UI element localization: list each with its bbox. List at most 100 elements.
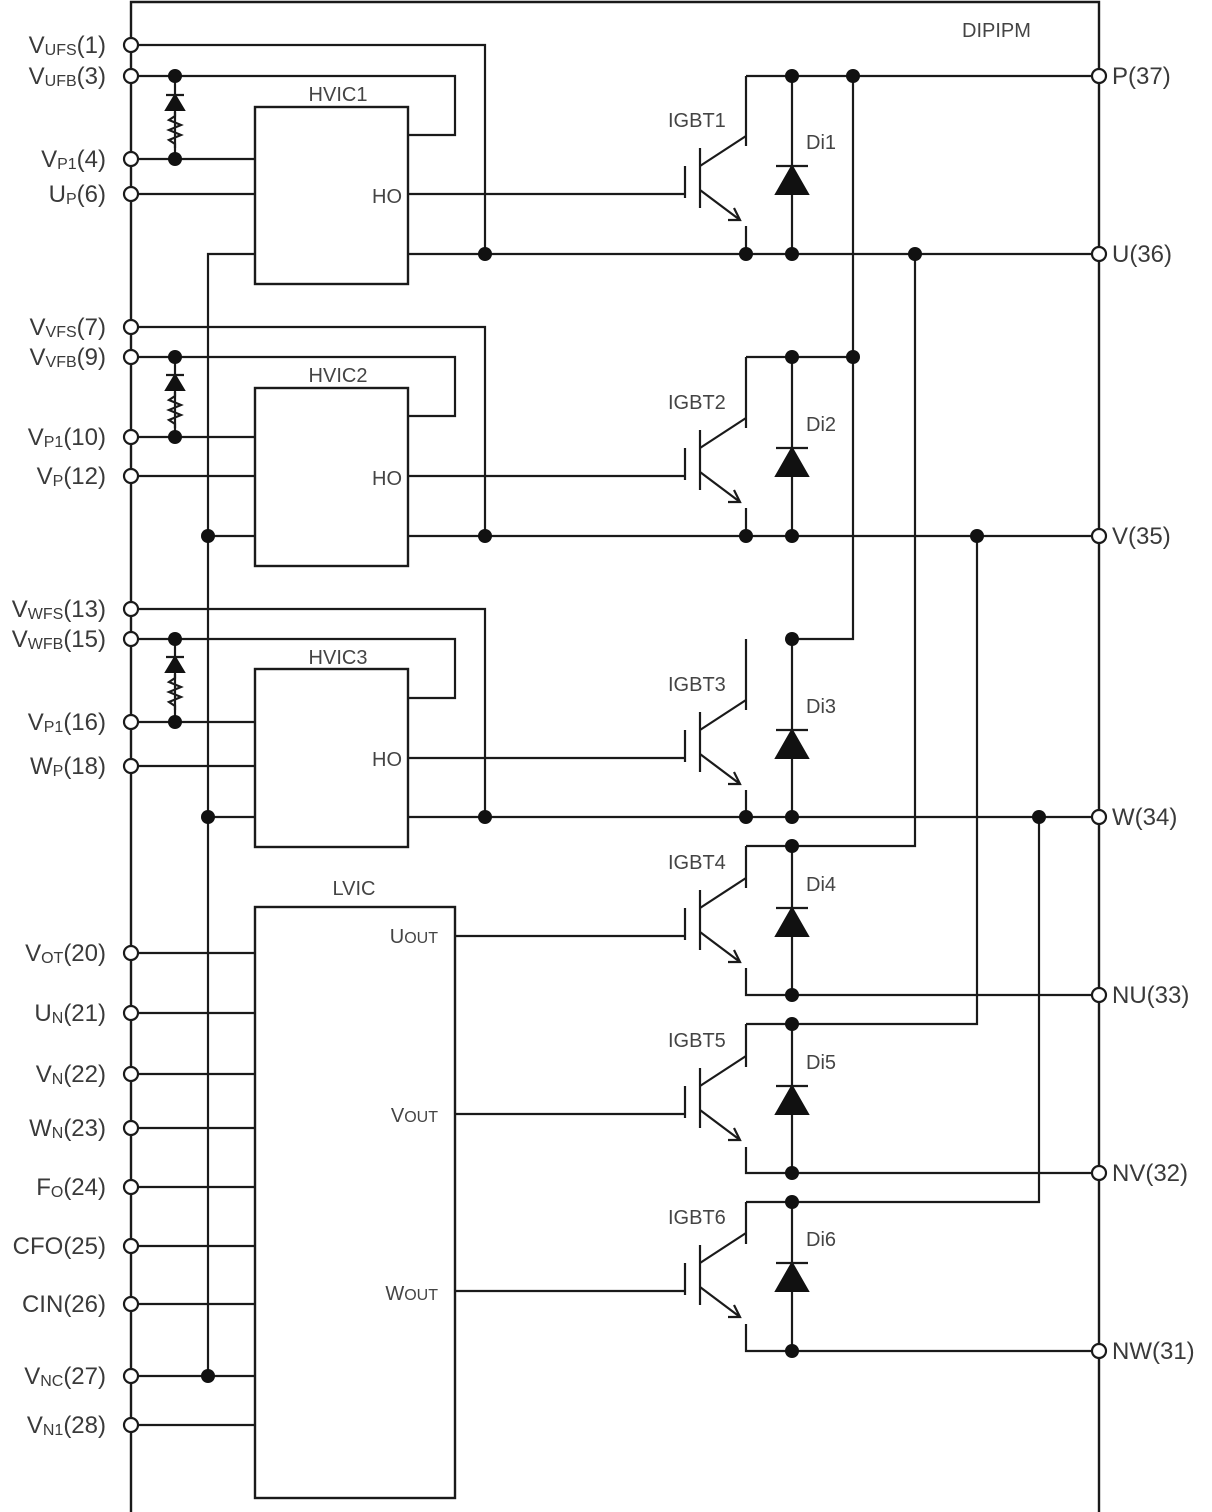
pin-left-17: FO(24): [36, 1174, 140, 1201]
igbt-label-2: IGBT2: [668, 392, 726, 414]
igbt-label-6: IGBT6: [668, 1207, 726, 1229]
pin-label: VWFS(13): [12, 596, 106, 623]
diode-label-2: Di2: [806, 414, 836, 436]
pin-left-15: VN(22): [36, 1061, 140, 1088]
junction-dot: [785, 632, 799, 646]
lvic: LVIC UOUT VOUT WOUT: [253, 878, 457, 1500]
hvic2: HVIC2 HO: [253, 365, 410, 568]
pin-right-1: P(37): [1090, 63, 1171, 90]
hvic1-ho-label: HO: [372, 186, 402, 208]
pin-terminal: [1090, 245, 1108, 263]
lvic-label: LVIC: [333, 878, 376, 900]
hvic3-label: HVIC3: [309, 647, 368, 669]
diode-label-6: Di6: [806, 1229, 836, 1251]
junction-dot: [168, 715, 182, 729]
junction-dots: [168, 69, 1046, 1383]
junction-dot: [785, 247, 799, 261]
lvic-vout-label: VOUT: [391, 1105, 438, 1127]
pin-terminal: [122, 1004, 140, 1022]
pin-right-7: NW(31): [1090, 1338, 1195, 1365]
pin-terminal: [122, 1416, 140, 1434]
pin-left-10: VWFB(15): [12, 626, 140, 653]
pin-terminal: [122, 67, 140, 85]
junction-dot: [478, 247, 492, 261]
bootstrap-circuit-v: [164, 373, 186, 428]
junction-dot: [908, 247, 922, 261]
pin-terminal: [122, 348, 140, 366]
pin-terminal: [1090, 1164, 1108, 1182]
freewheel-diode-2: [774, 445, 810, 477]
hvic1-label: HVIC1: [309, 84, 368, 106]
pin-label: VNC(27): [24, 1363, 106, 1390]
pin-left-14: UN(21): [34, 1000, 140, 1027]
pin-terminal: [122, 428, 140, 446]
pin-label: VP1(4): [41, 146, 106, 173]
pin-label: VN(22): [36, 1061, 106, 1088]
pin-label: CFO(25): [13, 1233, 106, 1260]
pin-label: VP1(10): [28, 424, 106, 451]
pin-right-6: NV(32): [1090, 1160, 1188, 1187]
pin-terminal: [122, 36, 140, 54]
pin-left-7: VP1(10): [28, 424, 140, 451]
pin-terminal: [1090, 986, 1108, 1004]
pin-label: P(37): [1112, 63, 1171, 90]
junction-dot: [846, 69, 860, 83]
diode-label-5: Di5: [806, 1052, 836, 1074]
pin-label: NW(31): [1112, 1338, 1195, 1365]
junction-dot: [970, 529, 984, 543]
pin-terminal: [122, 467, 140, 485]
pin-terminal: [122, 1178, 140, 1196]
pin-label: WP(18): [30, 753, 106, 780]
bootstrap-circuit-u: [164, 93, 186, 148]
pin-left-1: VUFS(1): [29, 32, 140, 59]
pin-terminal: [122, 318, 140, 336]
pin-label: VVFS(7): [30, 314, 106, 341]
pin-label: VP1(16): [28, 709, 106, 736]
hvic3: HVIC3 HO: [253, 647, 410, 849]
freewheel-diode-6: [774, 1260, 810, 1292]
pin-left-2: VUFB(3): [29, 63, 140, 90]
junction-dot: [739, 810, 753, 824]
pin-label: NU(33): [1112, 982, 1189, 1009]
pin-terminal: [122, 1119, 140, 1137]
junction-dot: [785, 350, 799, 364]
junction-dot: [168, 430, 182, 444]
junction-dot: [785, 1195, 799, 1209]
pin-left-6: VVFB(9): [30, 344, 140, 371]
pin-terminal: [1090, 808, 1108, 826]
pin-terminal: [122, 713, 140, 731]
pin-label: U(36): [1112, 241, 1172, 268]
junction-dot: [168, 632, 182, 646]
junction-dot: [478, 529, 492, 543]
freewheel-diode-3: [774, 727, 810, 759]
power-devices: IGBT1Di1IGBT2Di2IGBT3Di3IGBT4Di4IGBT5Di5…: [668, 110, 836, 1319]
junction-dot: [168, 69, 182, 83]
pin-right-3: V(35): [1090, 523, 1171, 550]
pin-right-5: NU(33): [1090, 982, 1189, 1009]
pin-label: VP(12): [37, 463, 106, 490]
lvic-uout-label: UOUT: [390, 926, 438, 948]
lvic-wout-label: WOUT: [385, 1283, 438, 1305]
junction-dot: [785, 1017, 799, 1031]
pin-label: VVFB(9): [30, 344, 106, 371]
pin-terminal: [122, 600, 140, 618]
hvic3-ho-label: HO: [372, 749, 402, 771]
pin-label: VN1(28): [27, 1412, 106, 1439]
pin-left-11: VP1(16): [28, 709, 140, 736]
pin-label: CIN(26): [22, 1291, 106, 1318]
pin-terminal: [122, 1295, 140, 1313]
pin-terminal: [1090, 1342, 1108, 1360]
pin-left-20: VNC(27): [24, 1363, 140, 1390]
pin-terminal: [122, 1367, 140, 1385]
module-label: DIPIPM: [962, 20, 1031, 42]
junction-dot: [785, 810, 799, 824]
pin-left-8: VP(12): [37, 463, 140, 490]
pin-label: W(34): [1112, 804, 1177, 831]
junction-dot: [785, 1344, 799, 1358]
junction-dot: [201, 810, 215, 824]
pin-terminal: [1090, 527, 1108, 545]
junction-dot: [168, 350, 182, 364]
